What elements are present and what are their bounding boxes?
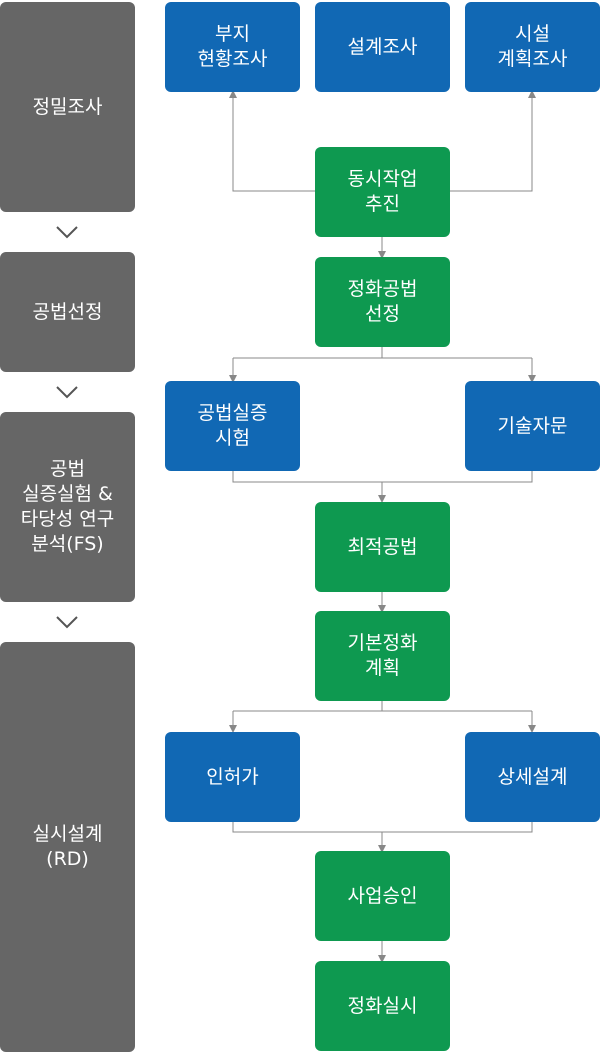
node-remediation: 정화실시 xyxy=(315,961,450,1051)
node-method-selection: 정화공법 선정 xyxy=(315,257,450,347)
node-tech-advice: 기술자문 xyxy=(465,381,600,471)
stage-feasibility-study: 공법 실증실험 & 타당성 연구 분석(FS) xyxy=(0,412,135,602)
node-business-approval: 사업승인 xyxy=(315,851,450,941)
node-design-survey: 설계조사 xyxy=(315,2,450,92)
node-site-survey: 부지 현황조사 xyxy=(165,2,300,92)
stage-detailed-survey: 정밀조사 xyxy=(0,2,135,212)
chevron-down-icon xyxy=(56,386,78,399)
stage-detailed-design: 실시설계 (RD) xyxy=(0,642,135,1052)
connector-selection-split xyxy=(233,347,532,359)
connector-merge-to-optimal xyxy=(232,471,533,499)
connector-concurrent-to-site xyxy=(229,90,315,192)
node-detailed-design: 상세설계 xyxy=(465,732,600,822)
chevron-down-icon xyxy=(56,226,78,239)
connector-merge-to-approval xyxy=(232,822,533,849)
node-permit: 인허가 xyxy=(165,732,300,822)
chevron-down-icon xyxy=(56,616,78,629)
connector-concurrent-to-facility xyxy=(450,90,536,192)
node-method-test: 공법실증 시험 xyxy=(165,381,300,471)
connector-plan-split xyxy=(233,701,532,712)
node-basic-plan: 기본정화 계획 xyxy=(315,611,450,701)
node-optimal-method: 최적공법 xyxy=(315,502,450,592)
node-facility-survey: 시설 계획조사 xyxy=(465,2,600,92)
node-concurrent-work: 동시작업 추진 xyxy=(315,147,450,237)
stage-method-selection: 공법선정 xyxy=(0,252,135,372)
